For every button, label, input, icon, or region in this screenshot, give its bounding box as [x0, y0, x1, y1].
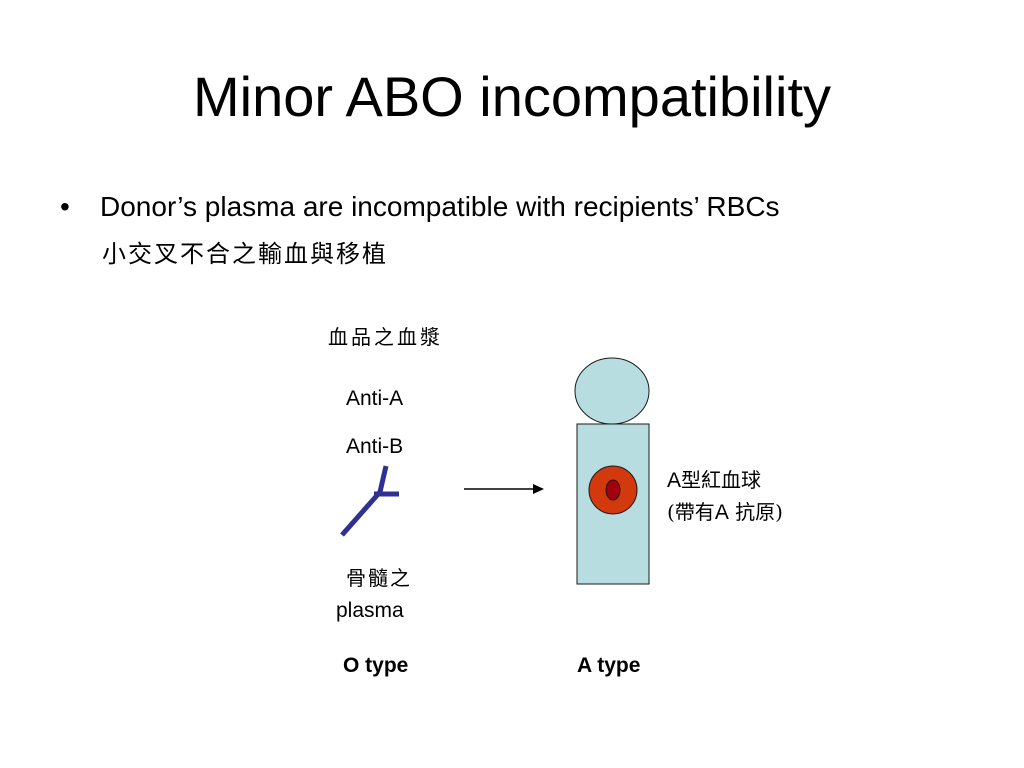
rbc-label-prefix: A	[667, 469, 682, 492]
rbc-nucleus	[605, 479, 621, 501]
antigen-letter: A	[714, 501, 729, 524]
rbc-label: A型紅血球	[667, 467, 761, 494]
anti-a-label: Anti-A	[346, 387, 404, 410]
bullet-subtext: 小交叉不合之輸血與移植	[102, 240, 388, 268]
recipient-type-label: A type	[577, 654, 641, 677]
arrow-icon	[464, 484, 544, 494]
antibody-arm-upper	[377, 465, 389, 493]
antigen-close: 抗原)	[728, 500, 783, 524]
recipient-figure	[574, 357, 650, 585]
recipient-head	[574, 357, 650, 425]
arrow-head	[533, 484, 544, 494]
rbc-antigen-label: (帶有A 抗原)	[667, 499, 783, 526]
donor-type-label: O type	[343, 654, 409, 677]
antigen-open: (帶有	[667, 500, 715, 524]
slide-title: Minor ABO incompatibility	[192, 65, 831, 128]
plasma-label: plasma	[336, 599, 404, 622]
plasma-product-label: 血品之血漿	[328, 325, 443, 349]
marrow-label: 骨髓之	[346, 566, 412, 590]
bullet-marker: •	[60, 191, 70, 222]
anti-b-label: Anti-B	[346, 435, 404, 458]
antibody-stem	[340, 490, 382, 537]
bullet-text: Donor’s plasma are incompatible with rec…	[100, 191, 780, 222]
antibody-icon	[340, 465, 399, 537]
rbc-label-suffix: 型紅血球	[681, 468, 762, 492]
